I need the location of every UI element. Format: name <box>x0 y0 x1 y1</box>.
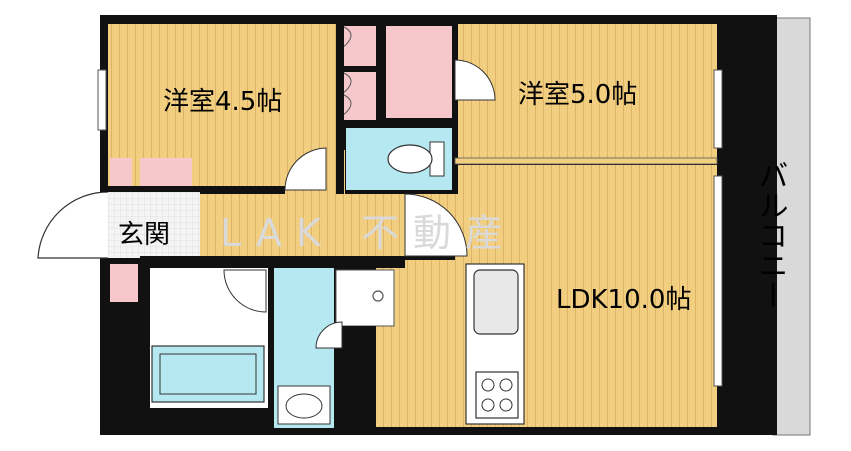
closet-3 <box>386 26 452 118</box>
room-label-balcony: バルコニー <box>753 160 788 310</box>
shoe-closet-1 <box>110 158 132 188</box>
entrance-door <box>37 191 109 259</box>
shoe-closet-3 <box>110 264 138 302</box>
room-label-western-4-5: 洋室4.5帖 <box>163 87 282 117</box>
shoe-closet-2 <box>140 158 192 188</box>
room-label-ldk: LDK10.0帖 <box>556 285 691 315</box>
room-label-western-5-0: 洋室5.0帖 <box>518 80 637 110</box>
entrance-floor <box>108 192 200 258</box>
balcony-area <box>772 17 811 436</box>
kitchen-sink <box>473 269 519 335</box>
kitchen-stove <box>475 371 519 419</box>
toilet-bowl <box>387 144 433 174</box>
room-label-entrance: 玄関 <box>118 220 170 250</box>
western-room-5-0-floor <box>455 24 717 158</box>
watermark-text: LAK 不動産 <box>220 211 517 255</box>
closet-2 <box>342 72 376 120</box>
washing-machine-area <box>335 269 395 327</box>
closet-1 <box>342 26 376 66</box>
